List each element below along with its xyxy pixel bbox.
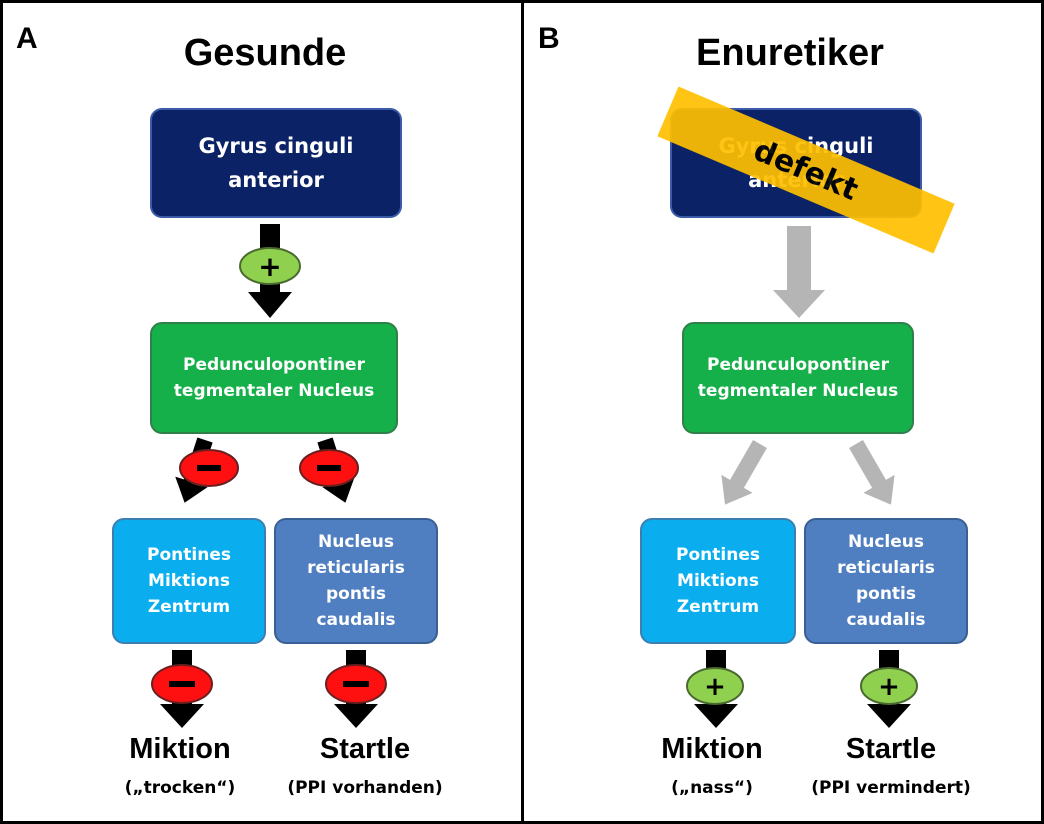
panel-b-nrpc-box: Nucleus reticularis pontis caudalis xyxy=(804,518,968,644)
panel-a-minus-sign-right xyxy=(299,449,359,487)
panel-a-plus-sign: + xyxy=(239,247,301,285)
panel-b-arrow-ppt-nrpc xyxy=(849,440,895,505)
panel-b-startle-label: Startle xyxy=(845,733,937,765)
plus-sign-text: + xyxy=(258,250,281,283)
panel-a-startle-sub: (PPI vorhanden) xyxy=(287,778,443,798)
panel-b-arrow-ppt-pmc xyxy=(721,440,767,505)
panel-b-border xyxy=(521,0,1044,824)
panel-b-miktion-label: Miktion xyxy=(661,733,763,765)
panel-b-plus-sign-left: + xyxy=(686,667,744,705)
panel-a-pmc-box: Pontines Miktions Zentrum xyxy=(112,518,266,644)
panel-a-minus-sign-left xyxy=(179,449,239,487)
panel-a-gyrus-box: Gyrus cinguli anterior xyxy=(150,108,402,218)
plus-sign-text: + xyxy=(878,672,900,702)
plus-sign-text: + xyxy=(704,672,726,702)
panel-b-pmc-box: Pontines Miktions Zentrum xyxy=(640,518,796,644)
panel-b-letter: B xyxy=(538,22,560,55)
panel-a-letter: A xyxy=(16,22,38,55)
panel-a-minus-sign-bottom-right xyxy=(325,664,387,704)
panel-a-minus-sign-bottom-left xyxy=(151,664,213,704)
panel-b-ppt-box: Pedunculopontiner tegmentaler Nucleus xyxy=(682,322,914,434)
panel-b-arrow-gyrus-ppt xyxy=(773,226,825,318)
panel-b-startle-sub: (PPI vermindert) xyxy=(811,778,971,798)
panel-a-nrpc-box: Nucleus reticularis pontis caudalis xyxy=(274,518,438,644)
panel-a-startle-label: Startle xyxy=(319,733,411,765)
panel-b-plus-sign-right: + xyxy=(860,667,918,705)
panel-a-ppt-box: Pedunculopontiner tegmentaler Nucleus xyxy=(150,322,398,434)
panel-a-miktion-label: Miktion xyxy=(129,733,231,765)
panel-b-title: Enuretiker xyxy=(696,32,884,74)
panel-a-title: Gesunde xyxy=(183,32,347,74)
panel-b-miktion-sub: („nass“) xyxy=(671,778,753,798)
panel-a-miktion-sub: („trocken“) xyxy=(124,778,236,798)
